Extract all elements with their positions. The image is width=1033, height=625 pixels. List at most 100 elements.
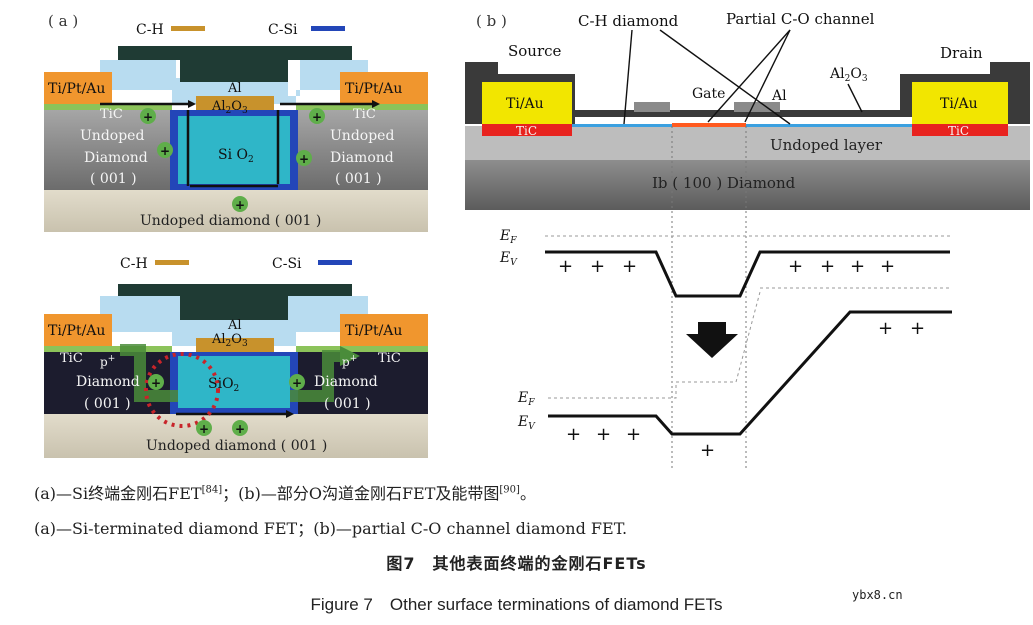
blocked-region-ring (144, 352, 220, 428)
svg-text:+: + (850, 256, 865, 277)
contact-left-label-2: Ti/Pt/Au (48, 323, 105, 339)
al2o3-b-label: Al2O3 (829, 66, 868, 84)
substrate-label: Undoped diamond ( 001 ) (140, 213, 321, 229)
current-arrow-head (340, 346, 360, 366)
svg-text:+: + (151, 376, 161, 390)
contact-right-label-2: Ti/Pt/Au (345, 323, 402, 339)
undoped-left-line2: Diamond (84, 150, 148, 166)
tic-strip-right (296, 104, 428, 110)
dielectric-layer-2 (100, 296, 368, 346)
contact-left-pad-2 (44, 314, 112, 346)
undoped-left-line1: Undoped (80, 128, 144, 144)
svg-text:+: + (910, 318, 925, 339)
arrow-head-2 (372, 100, 380, 108)
band-diagram-bottom: EF EV + + + + + + (517, 310, 952, 461)
al2o3-label: Al2O3 (211, 99, 248, 116)
drain-tiau-label: Ti/Au (940, 96, 978, 112)
undoped-right-line1: Undoped (330, 128, 394, 144)
ef-line-2 (548, 382, 677, 399)
current-arrow-right (290, 350, 348, 402)
tic-left-label: TiC (100, 107, 123, 122)
figure-7-diagram: ( a ) C-H C-Si Al Al2O3 Ti/Pt/Au Ti/Pt/ (44, 10, 1030, 468)
pplus-left-line3: ( 001 ) (84, 396, 131, 412)
plus-signs-1: + + + + + + + (558, 256, 895, 277)
sio2-oxide (178, 116, 290, 184)
svg-text:+: + (558, 256, 573, 277)
al-label: Al (771, 88, 787, 104)
gate-label: Gate (692, 86, 725, 102)
contact-right-label: Ti/Pt/Au (345, 81, 402, 97)
svg-text:+: + (143, 110, 153, 124)
svg-text:+: + (199, 422, 209, 436)
svg-text:+: + (590, 256, 605, 277)
svg-text:+: + (312, 110, 322, 124)
hole-markers: + + + + + (140, 108, 325, 212)
svg-text:+: + (622, 256, 637, 277)
contact-right-pad (340, 72, 428, 104)
legend-csi-label-2: C-Si (272, 256, 302, 272)
svg-text:+: + (292, 376, 302, 390)
svg-text:+: + (878, 318, 893, 339)
ch-diamond-label: C-H diamond (578, 12, 679, 30)
ev-line-1 (545, 250, 950, 298)
panel-a-top: ( a ) C-H C-Si Al Al2O3 Ti/Pt/Au Ti/Pt/ (44, 12, 428, 232)
gate-al-recess (118, 46, 352, 82)
figure-title-english: Figure 7 Other surface terminations of d… (310, 595, 723, 614)
ib-substrate-label: Ib ( 100 ) Diamond (652, 174, 796, 192)
ev-label-1: EV (499, 250, 518, 268)
undoped-layer-label: Undoped layer (770, 136, 883, 154)
pplus-right-line2: Diamond (314, 374, 378, 390)
ef-label-2: EF (517, 390, 535, 408)
panel-b-label: ( b ) (476, 12, 507, 30)
source-tic-label: TiC (516, 124, 537, 138)
gate-block-right (734, 102, 780, 112)
legend-ch-swatch-2 (155, 260, 189, 265)
panel-a-bottom: C-H C-Si Al Al2O3 Ti/Pt/Au Ti/Pt/Au TiC … (44, 256, 428, 458)
svg-text:+: + (880, 256, 895, 277)
down-arrow-icon (686, 322, 738, 358)
plus-signs-2: + + + + + + (566, 318, 925, 461)
dotted-connector (676, 287, 950, 383)
pplus-right-label: p+ (342, 354, 357, 369)
undoped-right-line2: Diamond (330, 150, 394, 166)
contact-left-pad (44, 72, 112, 104)
legend-ch-swatch (171, 26, 205, 31)
sio2-oxide-2 (178, 356, 290, 408)
undoped-right-line3: ( 001 ) (335, 171, 382, 187)
al2o3-region (196, 96, 274, 114)
svg-text:+: + (700, 440, 715, 461)
legend-csi-swatch (311, 26, 345, 31)
alignment-lines (671, 126, 747, 468)
tic-strip-left-2 (44, 346, 172, 352)
watermark: ybx8.cn (852, 588, 903, 602)
figure-title-chinese: 图7 其他表面终端的金刚石FETs (386, 554, 647, 573)
substrate-label-2: Undoped diamond ( 001 ) (146, 438, 327, 454)
dielectric-inner (180, 82, 288, 96)
source-tic (482, 124, 572, 136)
gate-al-label: Al (227, 81, 242, 96)
current-arrow-left (120, 344, 178, 402)
drain-tiau (912, 82, 1008, 124)
svg-text:+: + (820, 256, 835, 277)
arrow-head-1 (188, 100, 196, 108)
substrate-layer (44, 190, 428, 232)
al2o3-label-2: Al2O3 (211, 332, 248, 349)
ev-line-2 (548, 310, 952, 436)
panel-b: ( b ) C-H diamond Partial C-O channel So… (465, 10, 1030, 468)
gate-block-left (634, 102, 670, 112)
svg-text:+: + (160, 144, 170, 158)
legend-ch-label: C-H (136, 22, 164, 38)
pplus-left-line2: Diamond (76, 374, 140, 390)
pplus-right-block (296, 352, 428, 414)
partial-co-label: Partial C-O channel (726, 10, 875, 28)
caption-chinese: (a)—Si终端金刚石FET[84]；(b)—部分O沟道金刚石FET及能带图[9… (34, 484, 536, 503)
hole-markers-2: + + + + (148, 374, 305, 436)
hole-path-arrow (100, 102, 372, 188)
tic-strip-right-2 (296, 346, 428, 352)
drain-tic (912, 124, 1008, 136)
source-label: Source (508, 42, 562, 60)
undoped-left-line3: ( 001 ) (90, 171, 137, 187)
co-channel (672, 123, 746, 127)
al2o3-region-2 (196, 338, 274, 356)
panel-a-label: ( a ) (48, 12, 78, 30)
